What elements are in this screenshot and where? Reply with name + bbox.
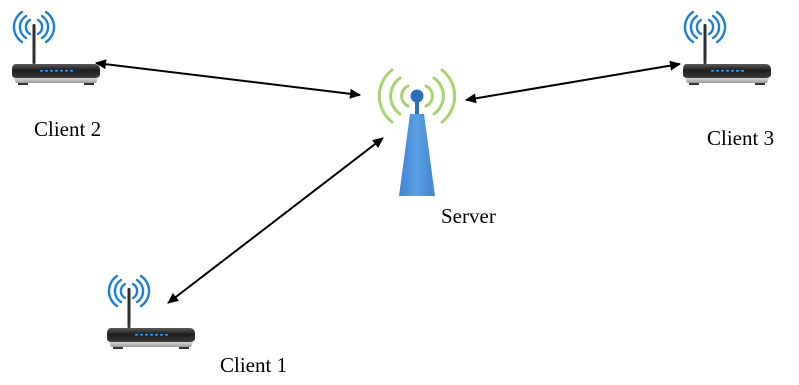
client2-router-icon <box>10 10 102 87</box>
server-label: Server <box>441 204 496 228</box>
client1-label: Client 1 <box>220 353 288 377</box>
client1-router-icon <box>105 274 197 351</box>
link-server-client3 <box>465 60 681 104</box>
client2-label: Client 2 <box>34 117 102 141</box>
server-tower-icon <box>377 68 457 196</box>
client3-label: Client 3 <box>707 126 775 150</box>
client3-router-icon <box>681 10 773 87</box>
link-client2-server <box>95 59 361 99</box>
link-server-client1 <box>167 137 384 304</box>
